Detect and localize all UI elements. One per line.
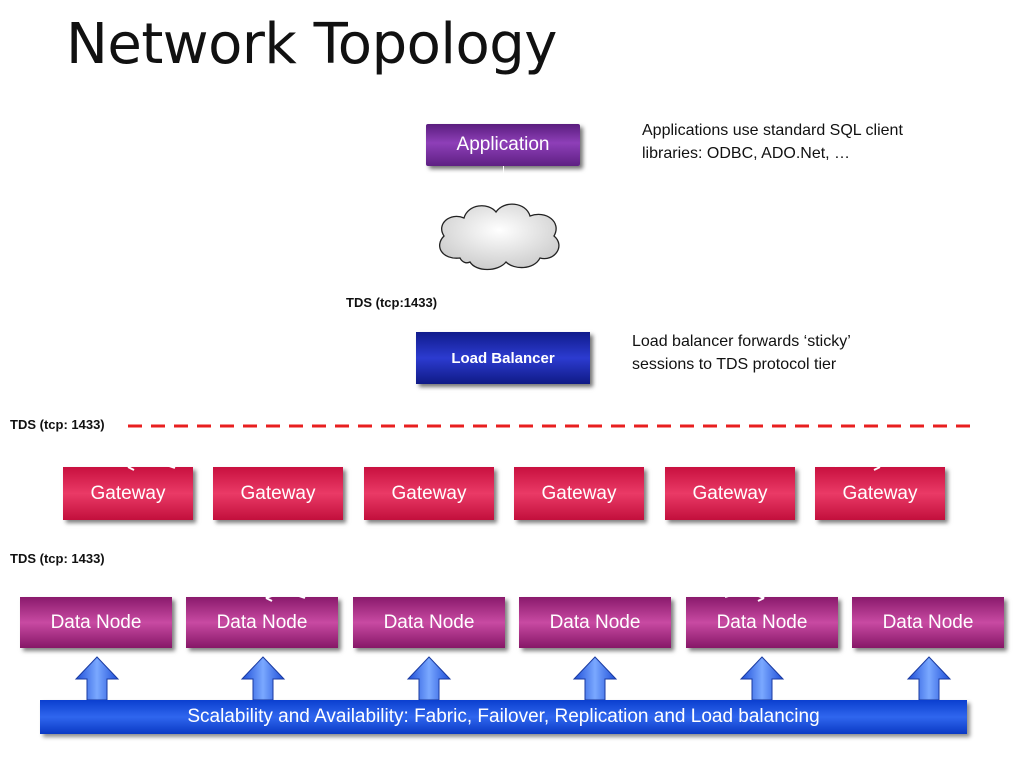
- tds-label-top: TDS (tcp:1433): [346, 295, 438, 310]
- curved-arrow-icon: [127, 461, 176, 471]
- application-note: Applications use standard SQL client lib…: [642, 119, 903, 165]
- gateway-box: Gateway: [213, 467, 343, 520]
- application-note-line2: libraries: ODBC, ADO.Net, …: [642, 145, 851, 162]
- load-balancer-note-line2: sessions to TDS protocol tier: [632, 356, 837, 373]
- data-node-box: Data Node: [20, 597, 172, 648]
- up-arrow-icon: [240, 656, 286, 701]
- tds-label-gateway: TDS (tcp: 1433): [10, 417, 105, 432]
- data-node-box: Data Node: [686, 597, 838, 648]
- application-box: Application: [426, 124, 580, 166]
- page-title: Network Topology: [66, 12, 557, 77]
- dashed-divider: [128, 424, 976, 428]
- data-node-box: Data Node: [852, 597, 1004, 648]
- fabric-bar: Scalability and Availability: Fabric, Fa…: [40, 700, 967, 734]
- application-note-line1: Applications use standard SQL client: [642, 122, 903, 139]
- curved-arrow-icon: [724, 592, 765, 602]
- gateway-box: Gateway: [815, 467, 945, 520]
- gateway-box: Gateway: [63, 467, 193, 520]
- load-balancer-box: Load Balancer: [416, 332, 590, 384]
- up-arrow-icon: [74, 656, 120, 701]
- curved-arrow-icon: [834, 461, 881, 471]
- data-node-box: Data Node: [519, 597, 671, 648]
- gateway-box: Gateway: [514, 467, 644, 520]
- load-balancer-note: Load balancer forwards ‘sticky’ sessions…: [632, 330, 851, 376]
- up-arrow-icon: [906, 656, 952, 701]
- gateway-box: Gateway: [364, 467, 494, 520]
- up-arrow-icon: [739, 656, 785, 701]
- app-cloud-connector: [503, 166, 504, 196]
- load-balancer-note-line1: Load balancer forwards ‘sticky’: [632, 333, 851, 350]
- data-node-box: Data Node: [353, 597, 505, 648]
- gateway-box: Gateway: [665, 467, 795, 520]
- curved-arrow-icon: [265, 593, 306, 602]
- cloud-icon: [439, 203, 560, 271]
- data-node-box: Data Node: [186, 597, 338, 648]
- up-arrow-icon: [406, 656, 452, 701]
- up-arrow-icon: [572, 656, 618, 701]
- tds-label-datanode: TDS (tcp: 1433): [10, 551, 105, 566]
